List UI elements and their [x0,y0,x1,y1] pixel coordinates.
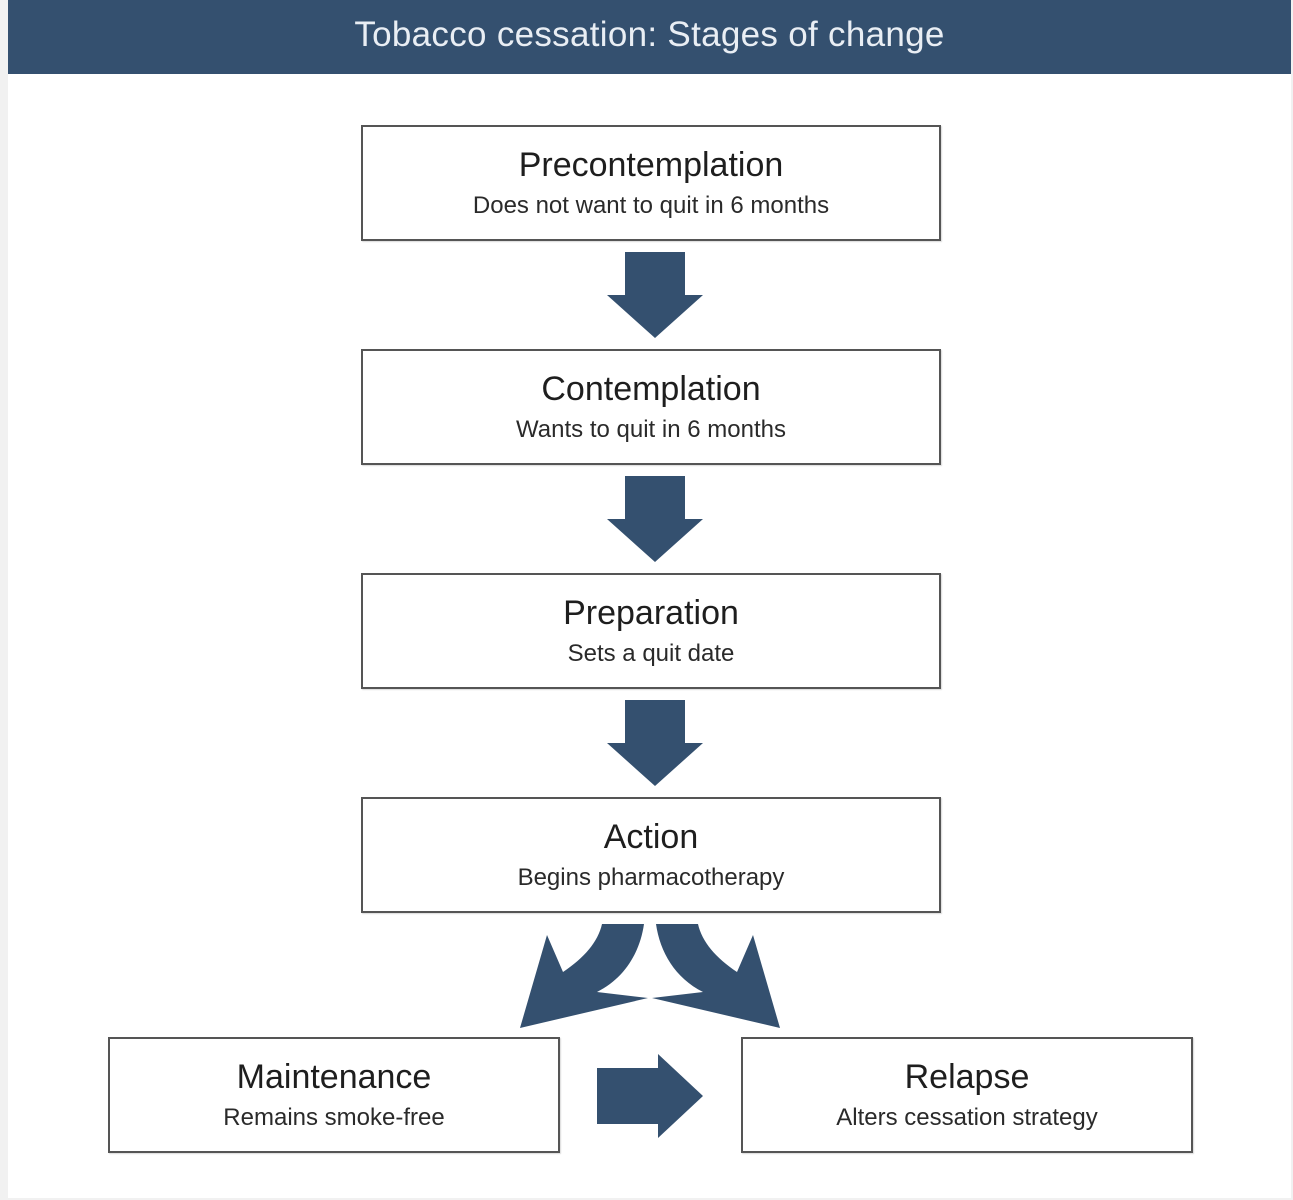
stage-description: Wants to quit in 6 months [516,415,786,443]
stage-name: Precontemplation [518,146,784,185]
stage-name: Maintenance [236,1058,432,1097]
arrow-right-maintenance-to-relapse [597,1054,703,1138]
stage-precontemplation: Precontemplation Does not want to quit i… [361,125,941,241]
stage-maintenance: Maintenance Remains smoke-free [108,1037,560,1153]
stage-action: Action Begins pharmacotherapy [361,797,941,913]
stage-description: Sets a quit date [567,639,735,667]
stage-preparation: Preparation Sets a quit date [361,573,941,689]
stage-contemplation: Contemplation Wants to quit in 6 months [361,349,941,465]
arrow-down-2 [607,476,703,562]
title-bar: Tobacco cessation: Stages of change [8,0,1291,74]
stage-name: Contemplation [541,370,761,409]
stage-relapse: Relapse Alters cessation strategy [741,1037,1193,1153]
arrow-down-1 [607,252,703,338]
stage-name: Relapse [904,1058,1030,1097]
stage-name: Action [603,818,699,857]
stage-description: Alters cessation strategy [836,1103,1098,1131]
curved-arrow-to-relapse [652,924,780,1028]
stage-name: Preparation [563,594,739,633]
stage-description: Does not want to quit in 6 months [472,191,830,219]
arrow-down-3 [607,700,703,786]
curved-arrow-to-maintenance [520,924,648,1028]
diagram-title: Tobacco cessation: Stages of change [354,15,945,54]
stage-description: Remains smoke-free [223,1103,445,1131]
stage-description: Begins pharmacotherapy [517,863,785,891]
